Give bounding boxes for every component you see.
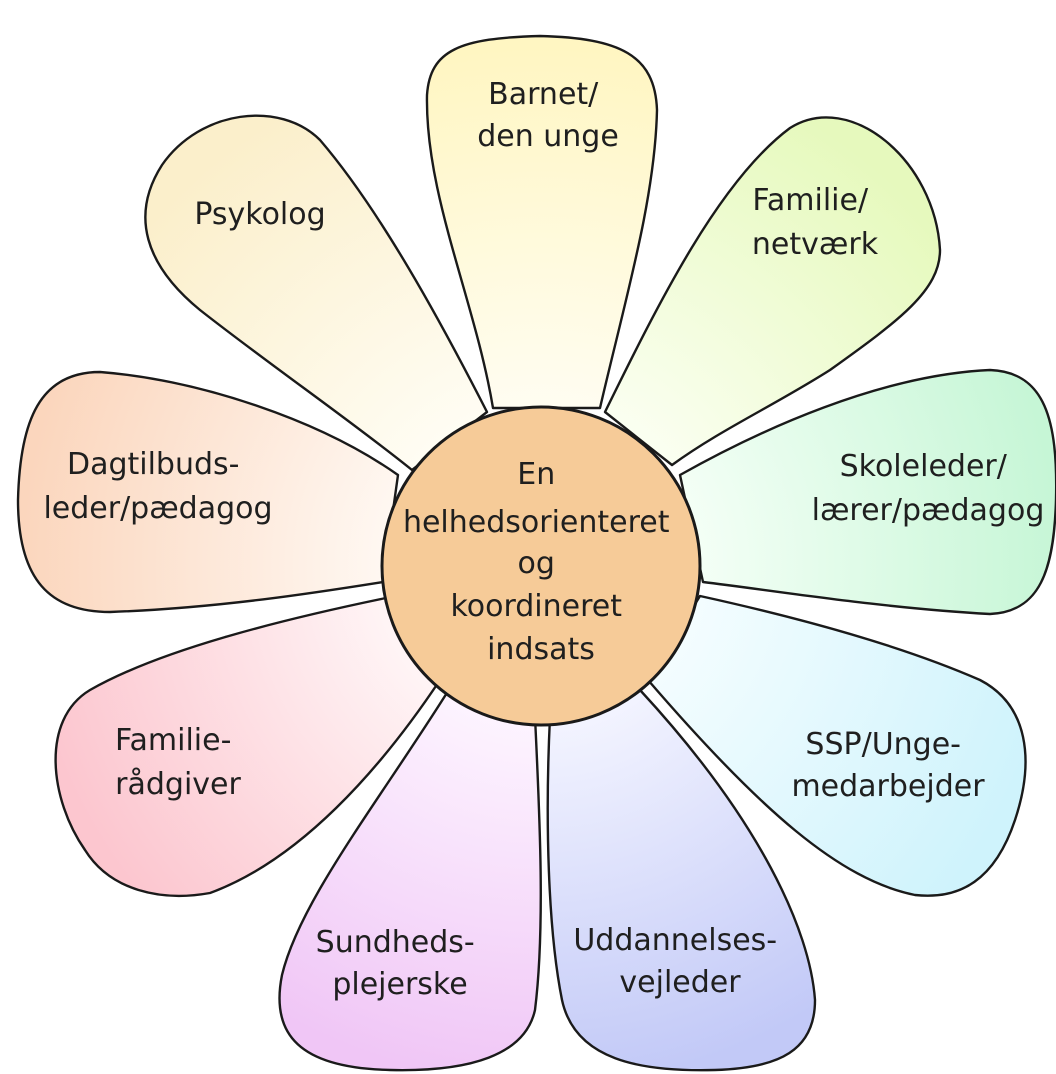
petal-psykolog: Psykolog bbox=[144, 114, 489, 472]
petal-label-uddannelse: Uddannelses- vejleder bbox=[573, 923, 786, 1000]
petal-label-barnet: Barnet/ den unge bbox=[477, 77, 619, 154]
petal-skoleleder: Skoleleder/ lærer/pædagog bbox=[678, 368, 1056, 616]
petal-sundhed: Sundheds- plejerske bbox=[278, 686, 542, 1072]
petal-barnet: Barnet/ den unge bbox=[425, 34, 659, 410]
petal-shape-skoleleder bbox=[678, 368, 1056, 616]
petal-familieraad: Familie- rådgiver bbox=[54, 596, 442, 897]
center-label: En helhedsorienteret og koordineret inds… bbox=[403, 457, 679, 667]
petal-shape-psykolog bbox=[144, 114, 489, 472]
petal-shape-uddannelse bbox=[546, 688, 817, 1072]
petal-shape-ssp bbox=[646, 594, 1027, 897]
petal-label-sundhed: Sundheds- plejerske bbox=[316, 925, 485, 1002]
petal-label-familie: Familie/ netværk bbox=[752, 183, 879, 262]
petal-label-familieraad: Familie- rådgiver bbox=[115, 723, 241, 802]
petal-dagtilbud: Dagtilbuds- leder/pædagog bbox=[16, 370, 400, 614]
petal-shape-barnet bbox=[425, 34, 659, 410]
petal-shape-dagtilbud bbox=[16, 370, 400, 614]
petal-label-ssp: SSP/Unge- medarbejder bbox=[791, 727, 985, 804]
petal-label-psykolog: Psykolog bbox=[194, 197, 325, 232]
petal-ssp: SSP/Unge- medarbejder bbox=[646, 594, 1027, 897]
petal-label-skoleleder: Skoleleder/ lærer/pædagog bbox=[812, 449, 1045, 528]
center-node: En helhedsorienteret og koordineret inds… bbox=[380, 405, 702, 727]
petal-label-dagtilbud: Dagtilbuds- leder/pædagog bbox=[43, 447, 272, 526]
petal-familie: Familie/ netværk bbox=[603, 116, 942, 467]
petal-shape-familie bbox=[603, 116, 942, 467]
petals: Barnet/ den unge Familie/ netværk Skolel… bbox=[16, 34, 1056, 1072]
petal-shape-sundhed bbox=[278, 686, 542, 1072]
petal-shape-familieraad bbox=[54, 596, 442, 897]
petal-uddannelse: Uddannelses- vejleder bbox=[546, 688, 817, 1072]
center-circle bbox=[380, 405, 702, 727]
